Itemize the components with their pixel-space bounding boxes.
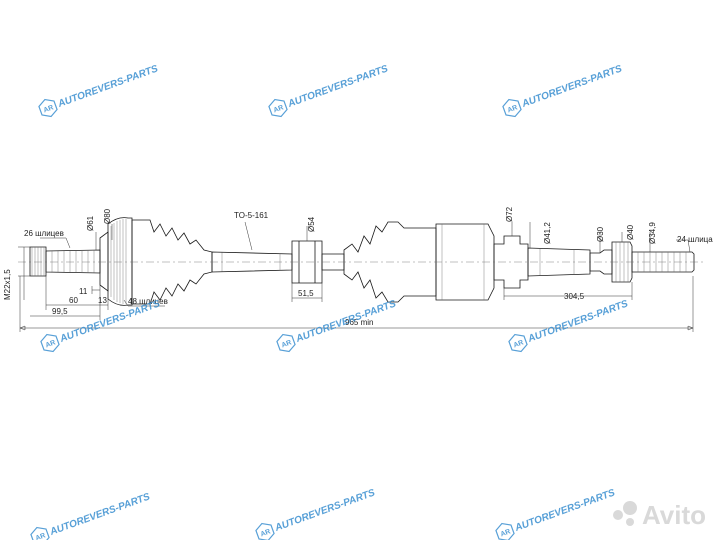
label-abs-teeth: 48 шлицев	[128, 297, 168, 306]
watermark-logo-icon	[508, 333, 528, 353]
watermark-logo-icon	[40, 333, 60, 353]
label-total-length: 965 min	[345, 318, 373, 327]
label-d30: Ø30	[596, 226, 605, 242]
watermark-logo-text: AR	[513, 339, 525, 349]
watermark-logo-icon	[276, 333, 296, 353]
label-len-304-5: 304,5	[564, 292, 585, 301]
label-len-13: 13	[98, 296, 107, 305]
watermark-text: AUTOREVERS-PARTS	[286, 63, 390, 110]
watermark-logo-text: AR	[43, 104, 55, 114]
label-d34-9: Ø34,9	[648, 222, 657, 244]
watermark-logo-text: AR	[273, 104, 285, 114]
label-len-11: 11	[79, 287, 88, 296]
watermark-logo-text: AR	[500, 528, 512, 538]
label-d80: Ø80	[103, 208, 112, 224]
watermark-text: AUTOREVERS-PARTS	[273, 487, 377, 534]
dimension-labels: 26 шлицев Ø61 Ø80 M22x1,5 11 60 13 48 шл…	[3, 206, 713, 327]
watermark-logo-icon	[38, 98, 58, 118]
label-thread: M22x1,5	[3, 269, 12, 300]
label-len-99-5: 99,5	[52, 307, 68, 316]
watermark-logo-text: AR	[281, 339, 293, 349]
watermark-logo-icon	[255, 522, 275, 540]
avito-watermark: Avito	[613, 500, 706, 530]
avito-dot-icon	[613, 510, 623, 520]
driveshaft-outline	[18, 217, 705, 306]
watermark-logo-text: AR	[260, 528, 272, 538]
label-len-60: 60	[69, 296, 78, 305]
label-len-51-5: 51,5	[298, 289, 314, 298]
watermark-text: AUTOREVERS-PARTS	[294, 298, 398, 345]
watermark-text: AUTOREVERS-PARTS	[526, 298, 630, 345]
watermark-logo-text: AR	[35, 532, 47, 540]
watermark-logo-icon	[30, 526, 50, 540]
watermark-text: AUTOREVERS-PARTS	[513, 487, 617, 534]
watermark-text: AUTOREVERS-PARTS	[56, 63, 160, 110]
label-d61: Ø61	[86, 215, 95, 231]
avito-dot-icon	[623, 501, 637, 515]
label-d72: Ø72	[505, 206, 514, 222]
watermark-logo-icon	[502, 98, 522, 118]
watermark-text: AUTOREVERS-PARTS	[520, 63, 624, 110]
avito-dot-icon	[626, 518, 634, 526]
part-number: TO-5-161	[234, 211, 269, 220]
label-d41-2: Ø41,2	[543, 222, 552, 244]
label-d54: Ø54	[307, 216, 316, 232]
label-spline-left: 26 шлицев	[24, 229, 64, 238]
avito-text: Avito	[642, 500, 706, 530]
label-spline-right: 24 шлица	[677, 235, 713, 244]
watermark-logo-icon	[268, 98, 288, 118]
watermark-text: AUTOREVERS-PARTS	[48, 491, 152, 538]
watermark-logo-text: AR	[45, 339, 57, 349]
label-d40: Ø40	[626, 224, 635, 240]
watermark-logo-icon	[495, 522, 515, 540]
dimension-lines	[18, 221, 694, 332]
watermark-text: AUTOREVERS-PARTS	[58, 298, 162, 345]
watermark-logo-text: AR	[507, 104, 519, 114]
